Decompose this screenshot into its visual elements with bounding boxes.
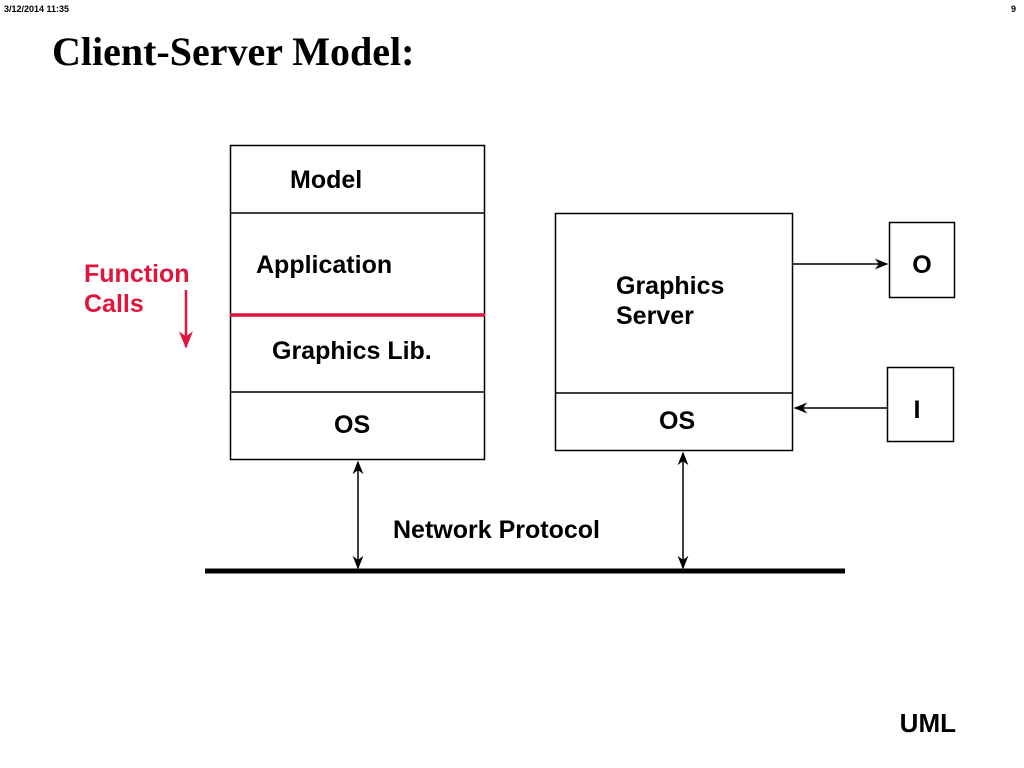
annotation-line2: Calls — [84, 290, 144, 318]
input-box — [886, 366, 955, 443]
server-stack: Graphics Server OS — [554, 212, 794, 452]
input-device: I — [886, 366, 955, 443]
annotation-line1: Function — [84, 260, 190, 288]
network-protocol-label: Network Protocol — [393, 516, 600, 544]
layer-client-os: OS — [334, 411, 370, 439]
function-calls-annotation: Function Calls — [84, 260, 193, 349]
slide-number: 9 — [1010, 4, 1016, 14]
slide-title: Client-Server Model: — [52, 29, 415, 74]
layer-graphics-lib: Graphics Lib. — [272, 337, 432, 365]
layer-model: Model — [290, 166, 362, 194]
layer-server-os: OS — [659, 407, 695, 435]
slide-date-time: 3/12/2014 11:35 — [4, 4, 70, 14]
graphics-server-line2: Server — [616, 302, 694, 330]
output-label: O — [912, 251, 931, 279]
footer-label: UML — [899, 708, 956, 738]
server-stack-box — [554, 212, 794, 452]
input-label: I — [914, 396, 921, 424]
layer-application: Application — [256, 251, 392, 279]
graphics-server-line1: Graphics — [616, 272, 724, 300]
client-stack-box — [229, 144, 486, 461]
output-device: O — [888, 221, 956, 299]
output-box — [888, 221, 956, 299]
client-stack: Model Application Graphics Lib. OS — [229, 144, 486, 461]
